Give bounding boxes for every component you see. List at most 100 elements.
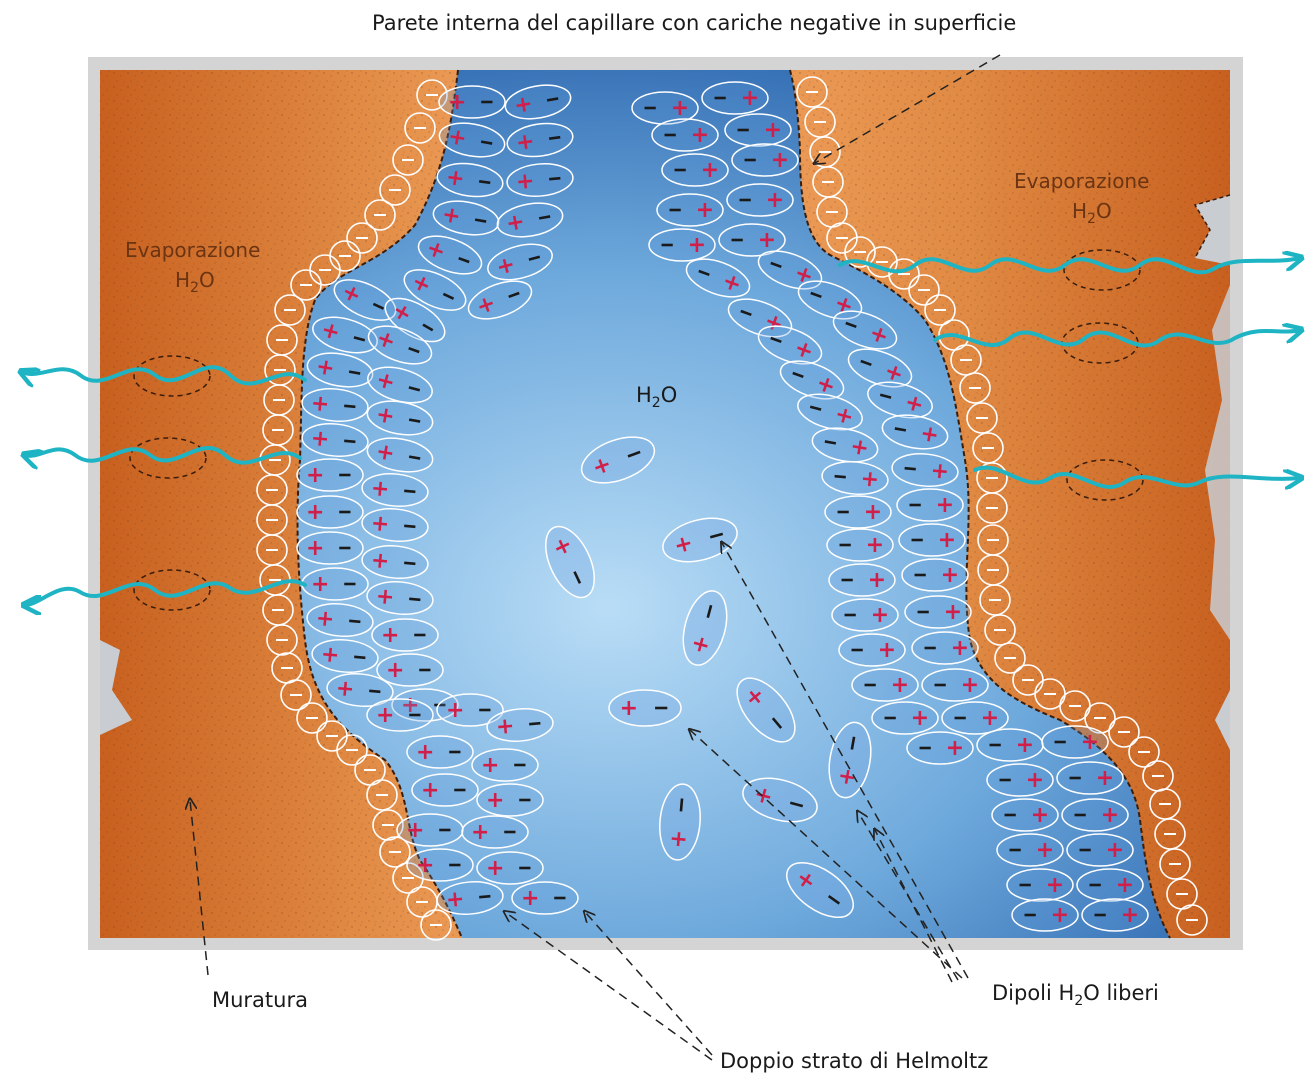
plus-sign: + (1051, 902, 1069, 927)
plus-sign: + (701, 157, 719, 182)
plus-sign: + (335, 676, 356, 703)
bound-dipole: + (412, 774, 478, 806)
bound-dipole: + (662, 154, 728, 186)
plus-sign: + (764, 117, 782, 142)
bound-dipole: + (407, 736, 473, 768)
plus-sign: + (936, 492, 954, 517)
plus-sign: + (666, 829, 693, 850)
bound-dipole: + (1042, 726, 1108, 758)
bound-dipole: + (1082, 899, 1148, 931)
bound-dipole: + (827, 529, 893, 561)
plus-sign: + (386, 658, 404, 683)
bound-dipole: + (1057, 762, 1123, 794)
minus-sign (549, 178, 560, 179)
bound-dipole: + (1062, 799, 1128, 831)
bound-dipole: + (472, 749, 538, 781)
plus-sign: + (671, 95, 689, 120)
plus-sign: + (1031, 802, 1049, 827)
bound-dipole: + (367, 699, 433, 731)
bound-dipole: + (657, 194, 723, 226)
plus-sign: + (521, 886, 539, 911)
bound-dipole: + (1077, 869, 1143, 901)
plus-sign: + (891, 672, 909, 697)
plus-sign: + (696, 197, 714, 222)
helmholtz-label: Doppio strato di Helmoltz (720, 1049, 988, 1073)
minus-sign (404, 526, 415, 527)
bound-dipole: + (477, 852, 543, 884)
plus-sign: + (864, 499, 882, 524)
minus-sign (404, 563, 415, 564)
minus-sign (479, 181, 490, 183)
plus-sign: + (311, 572, 329, 597)
bound-dipole: + (649, 229, 715, 261)
bound-dipole: + (297, 532, 363, 564)
plus-sign: + (310, 426, 331, 453)
plus-sign: + (766, 187, 784, 212)
bound-dipole: + (512, 882, 578, 914)
plus-sign: + (946, 735, 964, 760)
plus-sign: + (495, 714, 516, 741)
plus-sign: + (1081, 729, 1099, 754)
plus-sign: + (771, 147, 789, 172)
bound-dipole: + (462, 816, 528, 848)
plus-sign: + (306, 463, 324, 488)
bound-dipole: + (407, 849, 473, 881)
bound-dipole: + (839, 634, 905, 666)
plus-sign: + (416, 853, 434, 878)
bound-dipole: + (732, 144, 798, 176)
plus-sign: + (930, 458, 951, 485)
plus-sign: + (1026, 767, 1044, 792)
evaporation-left-label: Evaporazione (125, 238, 260, 262)
minus-sign (354, 657, 365, 658)
bound-dipole: + (302, 568, 368, 600)
plus-sign: + (370, 548, 391, 575)
plus-sign: + (416, 740, 434, 765)
plus-sign: + (1096, 765, 1114, 790)
plus-sign: + (370, 511, 391, 538)
plus-sign: + (941, 562, 959, 587)
plus-sign: + (911, 705, 929, 730)
plus-sign: + (445, 887, 466, 914)
plus-sign: + (944, 599, 962, 624)
minus-sign (681, 799, 682, 812)
bound-dipole: + (997, 834, 1063, 866)
bound-dipole: + (702, 82, 768, 114)
plus-sign: + (1116, 872, 1134, 897)
plus-sign: + (981, 705, 999, 730)
bound-dipole: + (977, 729, 1043, 761)
plus-sign: + (878, 637, 896, 662)
bound-dipole: + (477, 784, 543, 816)
evaporation-right-label: Evaporazione (1014, 169, 1149, 193)
minus-sign (549, 137, 560, 139)
plus-sign: + (486, 856, 504, 881)
bound-dipole: + (872, 702, 938, 734)
plus-sign: + (961, 672, 979, 697)
plus-sign: + (1046, 872, 1064, 897)
plus-sign: + (871, 602, 889, 627)
bound-dipole: + (897, 489, 963, 521)
plus-sign: + (421, 778, 439, 803)
minus-sign (369, 691, 380, 692)
plus-sign: + (688, 232, 706, 257)
plus-sign: + (514, 129, 536, 156)
plus-sign: + (446, 698, 464, 723)
bound-dipole: + (829, 564, 895, 596)
bound-dipole: + (825, 496, 891, 528)
bound-dipole: + (1012, 899, 1078, 931)
minus-sign (349, 621, 360, 622)
plus-sign: + (486, 788, 504, 813)
minus-sign (344, 441, 355, 442)
bound-dipole: + (912, 632, 978, 664)
plus-sign: + (1016, 732, 1034, 757)
plus-sign: + (741, 85, 759, 110)
bound-dipole: + (899, 524, 965, 556)
plus-sign: + (1101, 802, 1119, 827)
masonry-label: Muratura (212, 988, 308, 1012)
plus-sign: + (315, 606, 336, 633)
minus-sign (835, 476, 846, 477)
bound-dipole: + (987, 764, 1053, 796)
plus-sign: + (448, 90, 466, 115)
plus-sign: + (868, 567, 886, 592)
plus-sign: + (381, 623, 399, 648)
